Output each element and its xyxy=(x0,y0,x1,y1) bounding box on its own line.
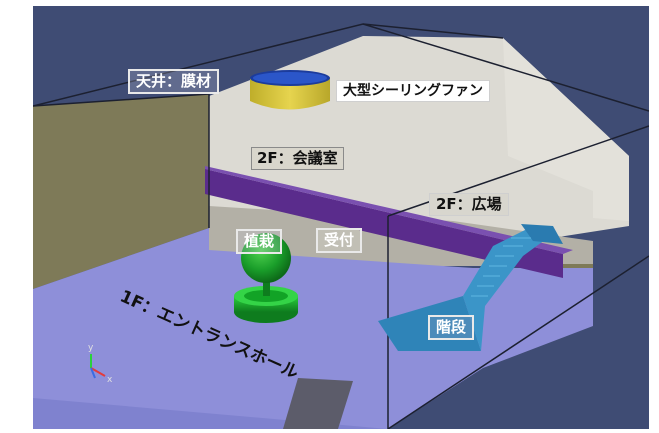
label-stairs: 階段 xyxy=(428,315,475,340)
axis-y-label: y xyxy=(88,343,94,353)
label-fan: 大型シーリングファン xyxy=(336,80,490,102)
right-wall-upper xyxy=(503,38,629,221)
label-plaza: 2F：広場 xyxy=(429,193,509,216)
beam xyxy=(205,169,563,278)
beam-top xyxy=(205,166,573,254)
left-wall xyxy=(33,94,209,289)
3d-viewport[interactable]: y x 天井：膜材 大型シーリングファン 2F：会議室 2F：広場 植栽 受付 … xyxy=(33,6,649,429)
plant xyxy=(234,233,298,323)
label-plants: 植栽 xyxy=(236,229,283,254)
label-ceiling: 天井：膜材 xyxy=(128,69,220,94)
axis-x-label: x xyxy=(107,375,113,385)
building-model: y x xyxy=(33,23,649,429)
floor-patch xyxy=(283,378,353,429)
label-reception: 受付 xyxy=(316,228,363,253)
ceiling-fan xyxy=(250,70,330,110)
label-conference: 2F：会議室 xyxy=(251,147,344,170)
axis-triad: y x xyxy=(88,343,113,385)
floor xyxy=(33,228,593,429)
